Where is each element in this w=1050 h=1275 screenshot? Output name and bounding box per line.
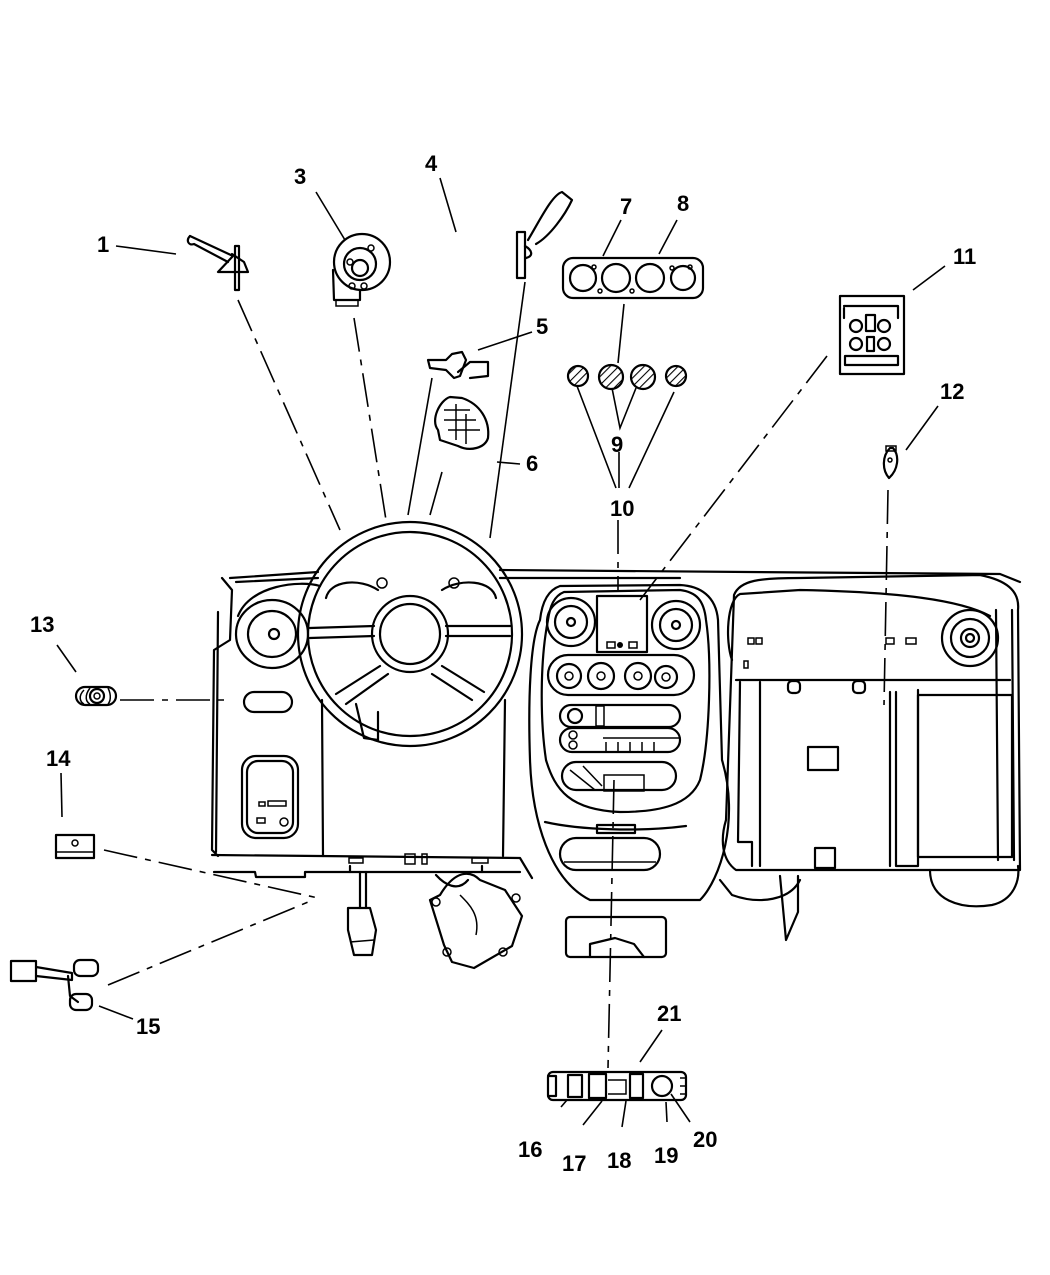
- part-6-lock-housing: [434, 395, 490, 450]
- center-stack: [528, 583, 731, 959]
- callout-15: 15: [136, 1014, 160, 1039]
- knee-bolster-panel: [240, 698, 507, 858]
- part-16-21-switch-bank: [546, 1070, 688, 1102]
- passenger-side-panel: [718, 573, 1022, 942]
- part-7-8-climate-panel: [561, 256, 705, 300]
- callout-21: 21: [657, 1001, 681, 1026]
- callout-leaders: [56, 177, 946, 1128]
- callout-labels: 1 3 4 5 6 7 8 9 10 11 12 13 14 15 16 17 …: [30, 151, 976, 1176]
- callout-11: 11: [953, 244, 976, 269]
- callout-14: 14: [46, 746, 71, 771]
- part-15-brake-switch: [9, 958, 100, 1012]
- callout-4: 4: [425, 151, 438, 176]
- callout-18: 18: [607, 1148, 631, 1173]
- part-3-clockspring: [331, 232, 392, 307]
- part-14-clip: [54, 833, 96, 860]
- steering-wheel: [296, 520, 524, 748]
- shifter-boot: [428, 872, 524, 970]
- instrument-panel: [210, 520, 1022, 970]
- callout-1: 1: [97, 232, 109, 257]
- callout-20: 20: [693, 1127, 717, 1152]
- callout-19: 19: [654, 1143, 678, 1168]
- callout-5: 5: [536, 314, 548, 339]
- callout-12: 12: [940, 379, 964, 404]
- callout-6: 6: [526, 451, 538, 476]
- callout-10: 10: [610, 496, 634, 521]
- part-12-sensor: [882, 445, 899, 480]
- assembly-lines: [103, 281, 889, 1069]
- part-9-10-knobs: [566, 363, 688, 391]
- callout-16: 16: [518, 1137, 542, 1162]
- callout-17: 17: [562, 1151, 586, 1176]
- part-1-multifunction-switch: [186, 234, 250, 292]
- part-11-radio-module: [838, 294, 906, 376]
- part-4-wiper-switch: [515, 190, 574, 280]
- part-5-ignition-switch: [426, 350, 490, 380]
- callout-8: 8: [677, 191, 689, 216]
- part-13-headlamp-switch: [74, 685, 118, 707]
- callout-13: 13: [30, 612, 54, 637]
- callout-7: 7: [620, 194, 632, 219]
- headlamp-switch-opening: [242, 690, 294, 714]
- callout-9: 9: [611, 432, 623, 457]
- callout-3: 3: [294, 164, 306, 189]
